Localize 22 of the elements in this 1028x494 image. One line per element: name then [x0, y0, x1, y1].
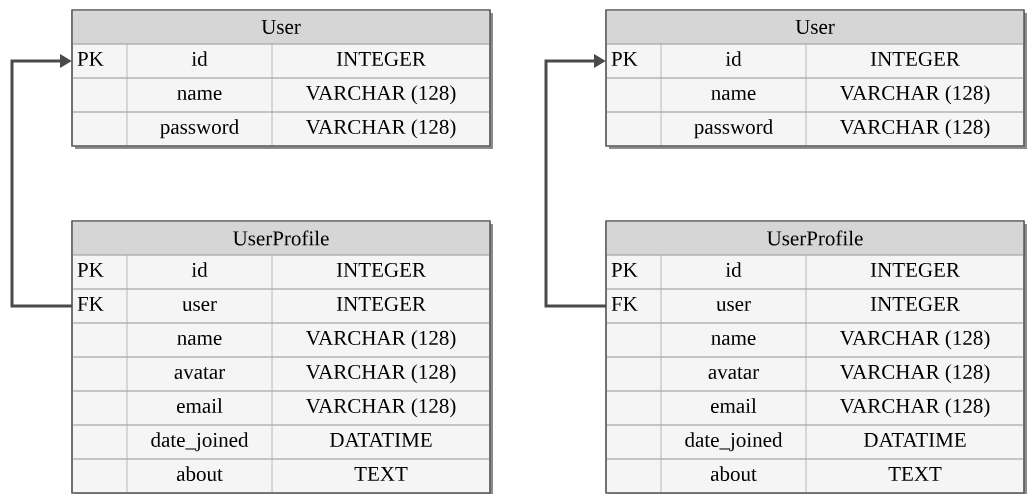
table-row: name VARCHAR (128) [71, 322, 491, 358]
table-row: name VARCHAR (128) [605, 322, 1025, 358]
table-row: PK id INTEGER [605, 254, 1025, 290]
table-row: avatar VARCHAR (128) [71, 356, 491, 392]
table-row: name VARCHAR (128) [605, 77, 1025, 113]
table-row: FK user INTEGER [71, 288, 491, 324]
arrow [544, 54, 606, 308]
table-row: name VARCHAR (128) [71, 77, 491, 113]
table-row: email VARCHAR (128) [605, 390, 1025, 426]
table-row: about TEXT [71, 458, 491, 494]
table-row: FK user INTEGER [605, 288, 1025, 324]
table-row: password VARCHAR (128) [605, 111, 1025, 147]
arrow [10, 54, 72, 308]
table-row: password VARCHAR (128) [71, 111, 491, 147]
table-row: email VARCHAR (128) [71, 390, 491, 426]
table-row: PK id INTEGER [71, 43, 491, 79]
table-row: avatar VARCHAR (128) [605, 356, 1025, 392]
table-row: date_joined DATATIME [71, 424, 491, 460]
table-row: about TEXT [605, 458, 1025, 494]
table-row: PK id INTEGER [605, 43, 1025, 79]
table-row: PK id INTEGER [71, 254, 491, 290]
table-row: date_joined DATATIME [605, 424, 1025, 460]
